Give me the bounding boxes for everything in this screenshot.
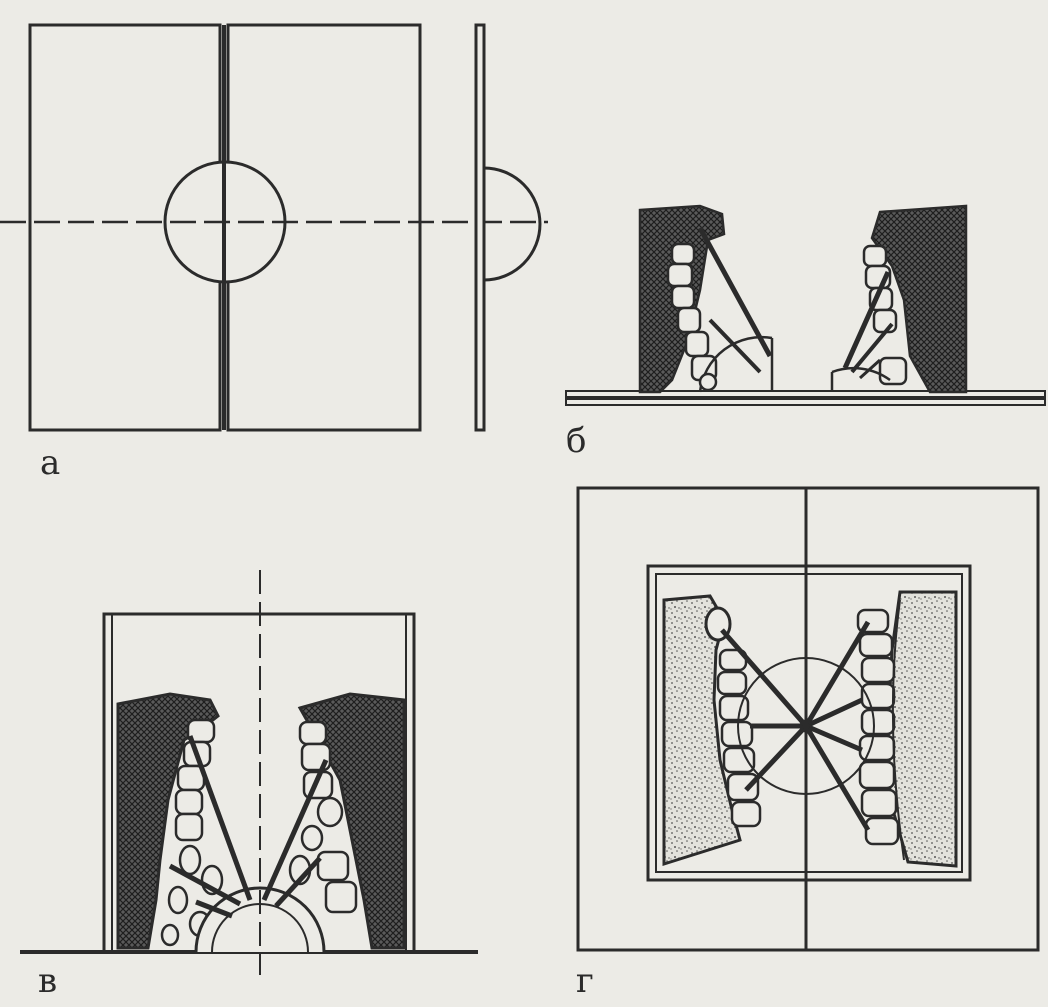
- left-model-block: [116, 692, 220, 950]
- panel-g-drawing: [576, 486, 1040, 952]
- inner-flask-inner: [655, 573, 963, 873]
- panel-v-drawing: [20, 570, 478, 975]
- panel-label-v: в: [38, 961, 58, 1001]
- panel-a-drawing: [0, 23, 548, 432]
- right-wheel-arc: [831, 366, 891, 382]
- outer-frame: [576, 486, 1040, 952]
- center-wheel: [194, 886, 326, 953]
- panel-label-a: а: [40, 443, 61, 483]
- side-profile-dome: [483, 166, 542, 282]
- panel-label-g: г: [576, 961, 594, 1001]
- side-profile-plate: [474, 23, 486, 432]
- panel-b-drawing: [565, 204, 1046, 406]
- inner-flask-outer: [646, 564, 972, 882]
- panel-label-b: б: [566, 421, 587, 461]
- panel-b-base-strip: [565, 390, 1046, 406]
